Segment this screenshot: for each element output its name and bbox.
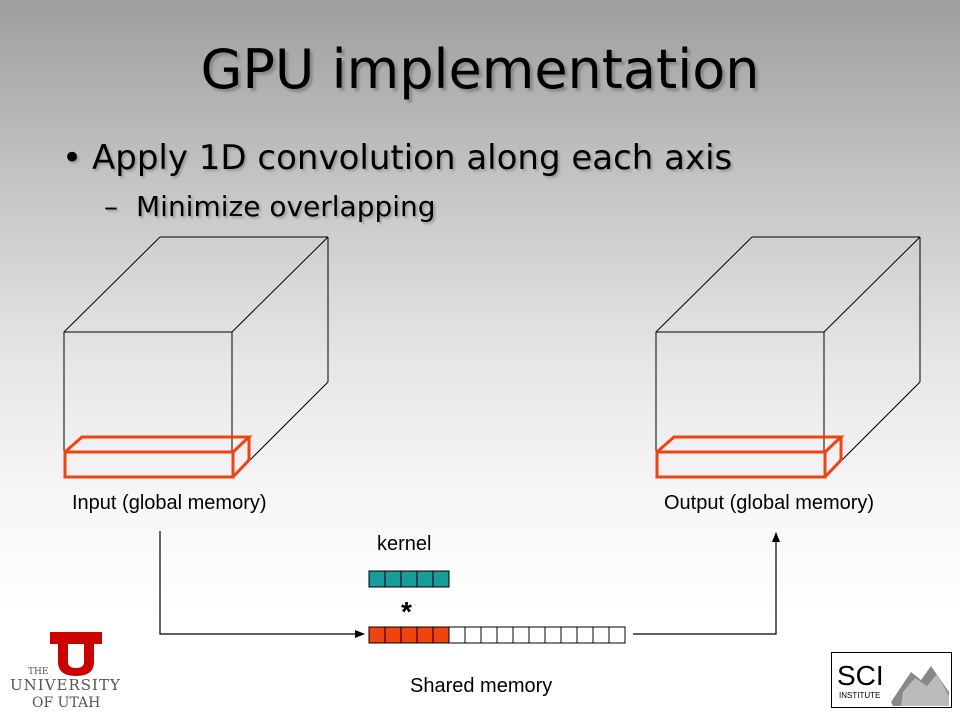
sub-bullet-text: Minimize overlapping	[136, 190, 436, 223]
bullet-text: Apply 1D convolution along each axis	[92, 138, 733, 178]
sub-bullet-marker: –	[104, 190, 118, 223]
shared-memory-cell	[608, 626, 626, 644]
input-volume-cube	[63, 236, 329, 479]
sub-bullet-minimize-overlapping: –Minimize overlapping	[104, 190, 436, 223]
svg-text:SCI: SCI	[837, 660, 884, 691]
bullet-marker: •	[62, 138, 83, 178]
kernel-strip	[368, 570, 450, 588]
slide-title: GPU implementation	[200, 38, 760, 101]
kernel-cell	[400, 570, 418, 588]
university-of-utah-logo: THE UNIVERSITY OF UTAH	[10, 632, 125, 712]
shared-memory-cell	[496, 626, 514, 644]
shared-memory-cell	[400, 626, 418, 644]
input-global-memory-label: Input (global memory)	[72, 492, 267, 514]
svg-text:THE: THE	[28, 667, 48, 677]
convolution-operator: *	[401, 596, 412, 627]
shared-memory-cell	[576, 626, 594, 644]
kernel-cell	[384, 570, 402, 588]
shared-memory-cell	[592, 626, 610, 644]
output-global-memory-label: Output (global memory)	[664, 492, 875, 514]
kernel-cell	[432, 570, 450, 588]
input-row-slab	[63, 435, 253, 479]
sci-institute-logo: SCI INSTITUTE	[831, 652, 952, 708]
shared-memory-cell	[480, 626, 498, 644]
shared-memory-cell	[544, 626, 562, 644]
shared-memory-cell	[512, 626, 530, 644]
svg-text:INSTITUTE: INSTITUTE	[839, 691, 880, 700]
shared-memory-cell	[464, 626, 482, 644]
shared-memory-cell	[432, 626, 450, 644]
shared-memory-cell	[384, 626, 402, 644]
shared-memory-cell	[368, 626, 386, 644]
kernel-label: kernel	[377, 533, 432, 555]
input-to-shared-arrow	[159, 531, 365, 638]
bullet-apply-1d-convolution: •Apply 1D convolution along each axis	[62, 138, 732, 178]
shared-memory-cell	[560, 626, 578, 644]
shared-memory-cell	[528, 626, 546, 644]
svg-text:OF UTAH: OF UTAH	[32, 695, 100, 711]
output-row-slab	[655, 435, 845, 479]
shared-to-output-arrow	[633, 532, 780, 635]
shared-memory-cell	[416, 626, 434, 644]
kernel-cell	[416, 570, 434, 588]
shared-memory-strip	[368, 626, 626, 644]
shared-memory-label: Shared memory	[410, 675, 553, 697]
shared-memory-cell	[448, 626, 466, 644]
kernel-cell	[368, 570, 386, 588]
svg-text:UNIVERSITY: UNIVERSITY	[10, 676, 121, 694]
output-volume-cube	[655, 236, 921, 479]
